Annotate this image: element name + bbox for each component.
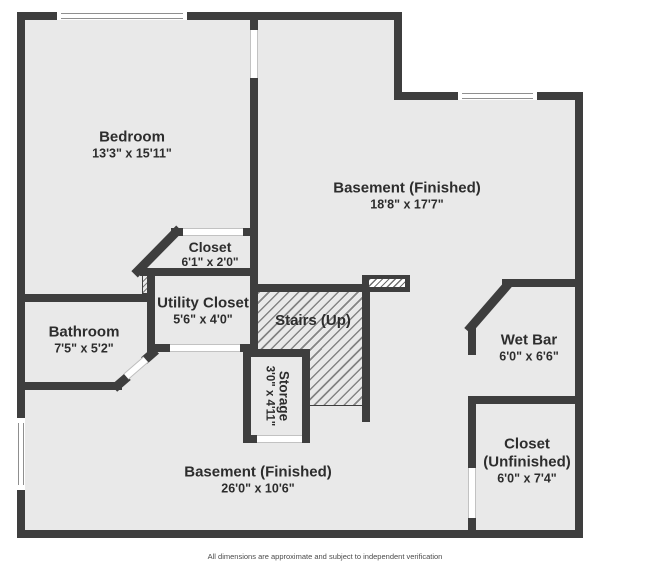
room-dims-bathroom: 7'5" x 5'2"	[54, 341, 114, 356]
window-left	[17, 418, 25, 490]
room-label-closet-unfinished: Closet (Unfinished) 6'0" x 7'4"	[466, 436, 588, 487]
room-label-closet: Closet 6'1" x 2'0"	[181, 239, 238, 269]
room-name-bathroom: Bathroom	[48, 323, 120, 341]
room-dims-closet: 6'1" x 2'0"	[181, 255, 239, 269]
wall-right	[575, 92, 583, 538]
wall-divider-lower	[250, 78, 258, 352]
wall-stairs-top	[250, 284, 370, 292]
room-dims-closet-unfinished: 6'0" x 7'4"	[497, 471, 557, 486]
wall-closetu-left-lower	[468, 518, 476, 538]
wall-bathroom-top	[17, 294, 155, 302]
wall-storage-bottom-left	[243, 435, 257, 443]
wall-utility-bottom-left	[147, 344, 170, 352]
wall-closet-top-right	[243, 228, 258, 236]
wall-storage-right	[302, 349, 310, 443]
stairs-hatch-upper	[258, 292, 362, 349]
wall-bottom	[17, 530, 583, 538]
room-name-bedroom: Bedroom	[99, 128, 165, 146]
stairs-railing-hatch	[369, 279, 405, 287]
wall-wetbar-top	[502, 279, 583, 287]
wall-storage-top	[243, 349, 310, 357]
room-name-closet: Closet	[188, 239, 232, 255]
room-label-basement-bottom: Basement (Finished) 26'0" x 10'6"	[184, 464, 332, 497]
wall-utility-bottom-right	[240, 344, 258, 352]
room-label-basement-top: Basement (Finished) 18'8" x 17'7"	[333, 180, 481, 213]
room-dims-wet-bar: 6'0" x 6'6"	[499, 349, 559, 364]
room-name-storage: Storage	[276, 370, 292, 422]
window-top	[57, 12, 187, 20]
wall-left	[17, 12, 25, 538]
room-name-closet-unfinished: Closet (Unfinished)	[483, 435, 571, 471]
disclaimer-text: All dimensions are approximate and subje…	[207, 552, 443, 561]
wall-wetbar-bottom	[468, 396, 583, 404]
room-name-basement-bottom: Basement (Finished)	[184, 463, 332, 481]
door-opening-closetu	[468, 468, 476, 518]
wall-divider-upper	[250, 20, 258, 30]
room-name-wet-bar: Wet Bar	[500, 331, 558, 349]
wall-closetu-left-upper	[468, 404, 476, 468]
wall-utility-top	[140, 268, 258, 276]
room-dims-utility-closet: 5'6" x 4'0"	[173, 312, 233, 327]
room-label-stairs: Stairs (Up)	[275, 312, 351, 330]
room-dims-bedroom: 13'3" x 15'11"	[92, 146, 172, 161]
room-dims-basement-bottom: 26'0" x 10'6"	[221, 481, 295, 496]
wall-utility-left	[147, 276, 155, 352]
wall-storage-left	[243, 349, 251, 443]
room-label-bathroom: Bathroom 7'5" x 5'2"	[49, 324, 120, 357]
window-top-right	[458, 92, 537, 100]
wall-bathroom-bottom	[17, 382, 122, 390]
wall-wetbar-left	[468, 326, 476, 355]
door-opening-closet	[183, 228, 243, 236]
wall-stairs-right	[362, 284, 370, 422]
room-dims-storage: 3'0" x 4'11"	[263, 365, 276, 427]
wall-top-step	[394, 12, 402, 100]
room-label-bedroom: Bedroom 13'3" x 15'11"	[92, 129, 172, 162]
door-opening-storage	[257, 435, 302, 443]
room-label-storage: Storage 3'0" x 4'11"	[263, 366, 292, 427]
room-label-wet-bar: Wet Bar 6'0" x 6'6"	[499, 332, 559, 365]
room-dims-basement-top: 18'8" x 17'7"	[370, 197, 444, 212]
room-label-utility-closet: Utility Closet 5'6" x 4'0"	[157, 295, 249, 328]
door-opening-utility	[170, 344, 240, 352]
room-name-utility-closet: Utility Closet	[157, 294, 249, 312]
room-name-stairs: Stairs (Up)	[275, 312, 351, 329]
stairs-hatch-lower	[310, 349, 362, 406]
door-opening-bedroom	[250, 30, 258, 78]
wall-top	[17, 12, 402, 20]
room-name-basement-top: Basement (Finished)	[333, 179, 481, 197]
